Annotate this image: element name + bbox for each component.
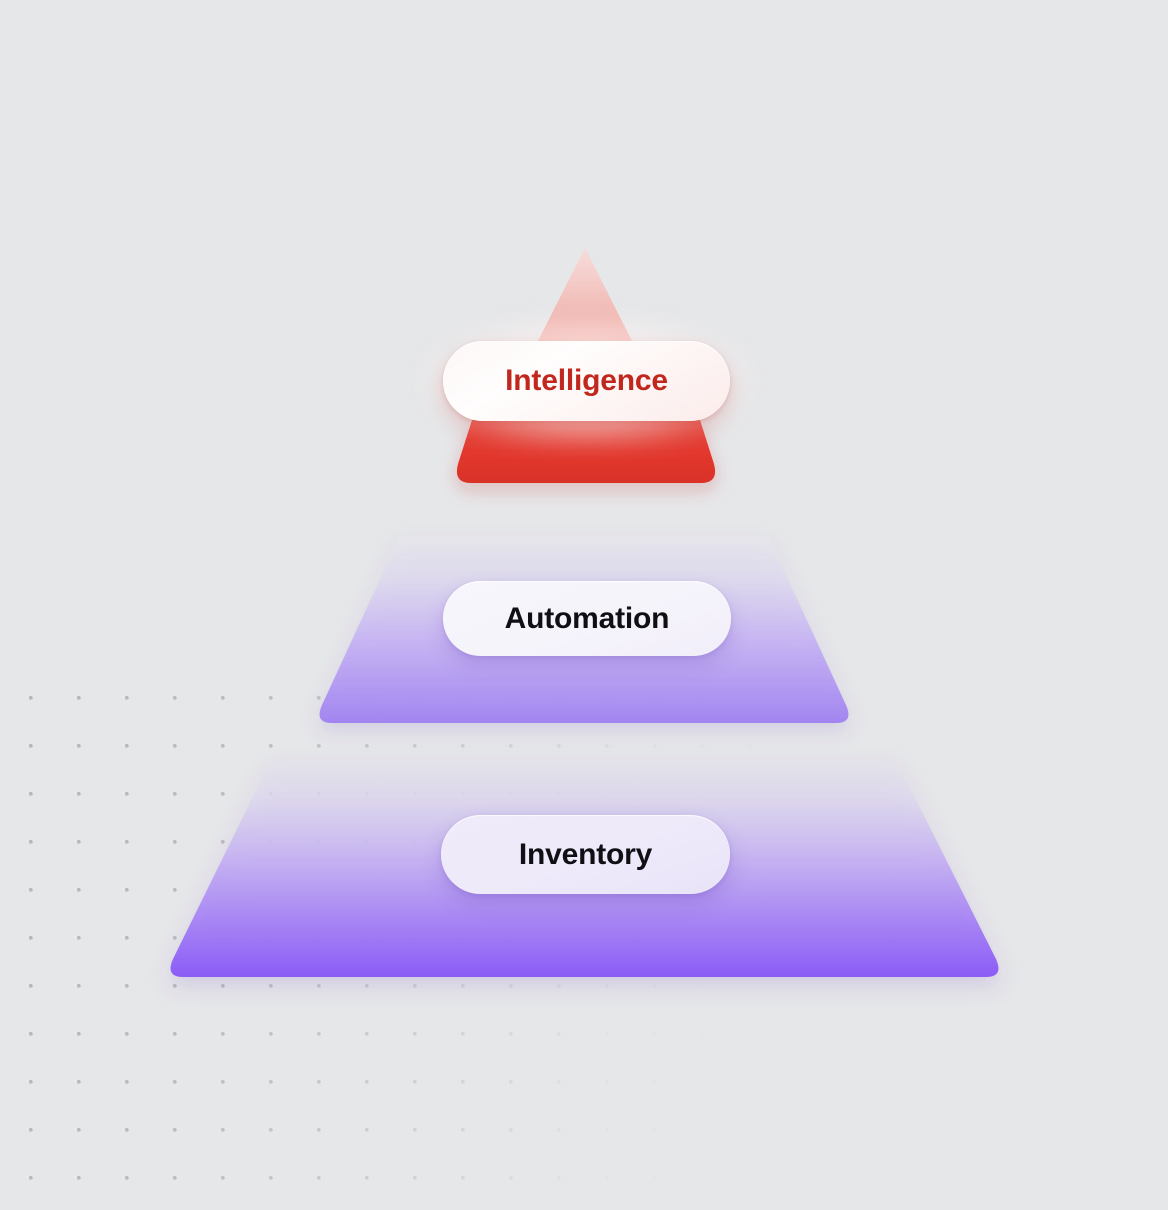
pyramid-label-intelligence[interactable]: Intelligence	[443, 341, 730, 421]
pyramid-label-inventory[interactable]: Inventory	[441, 815, 730, 894]
pyramid-label-automation[interactable]: Automation	[443, 581, 731, 656]
intelligence-base-shape	[456, 420, 716, 483]
